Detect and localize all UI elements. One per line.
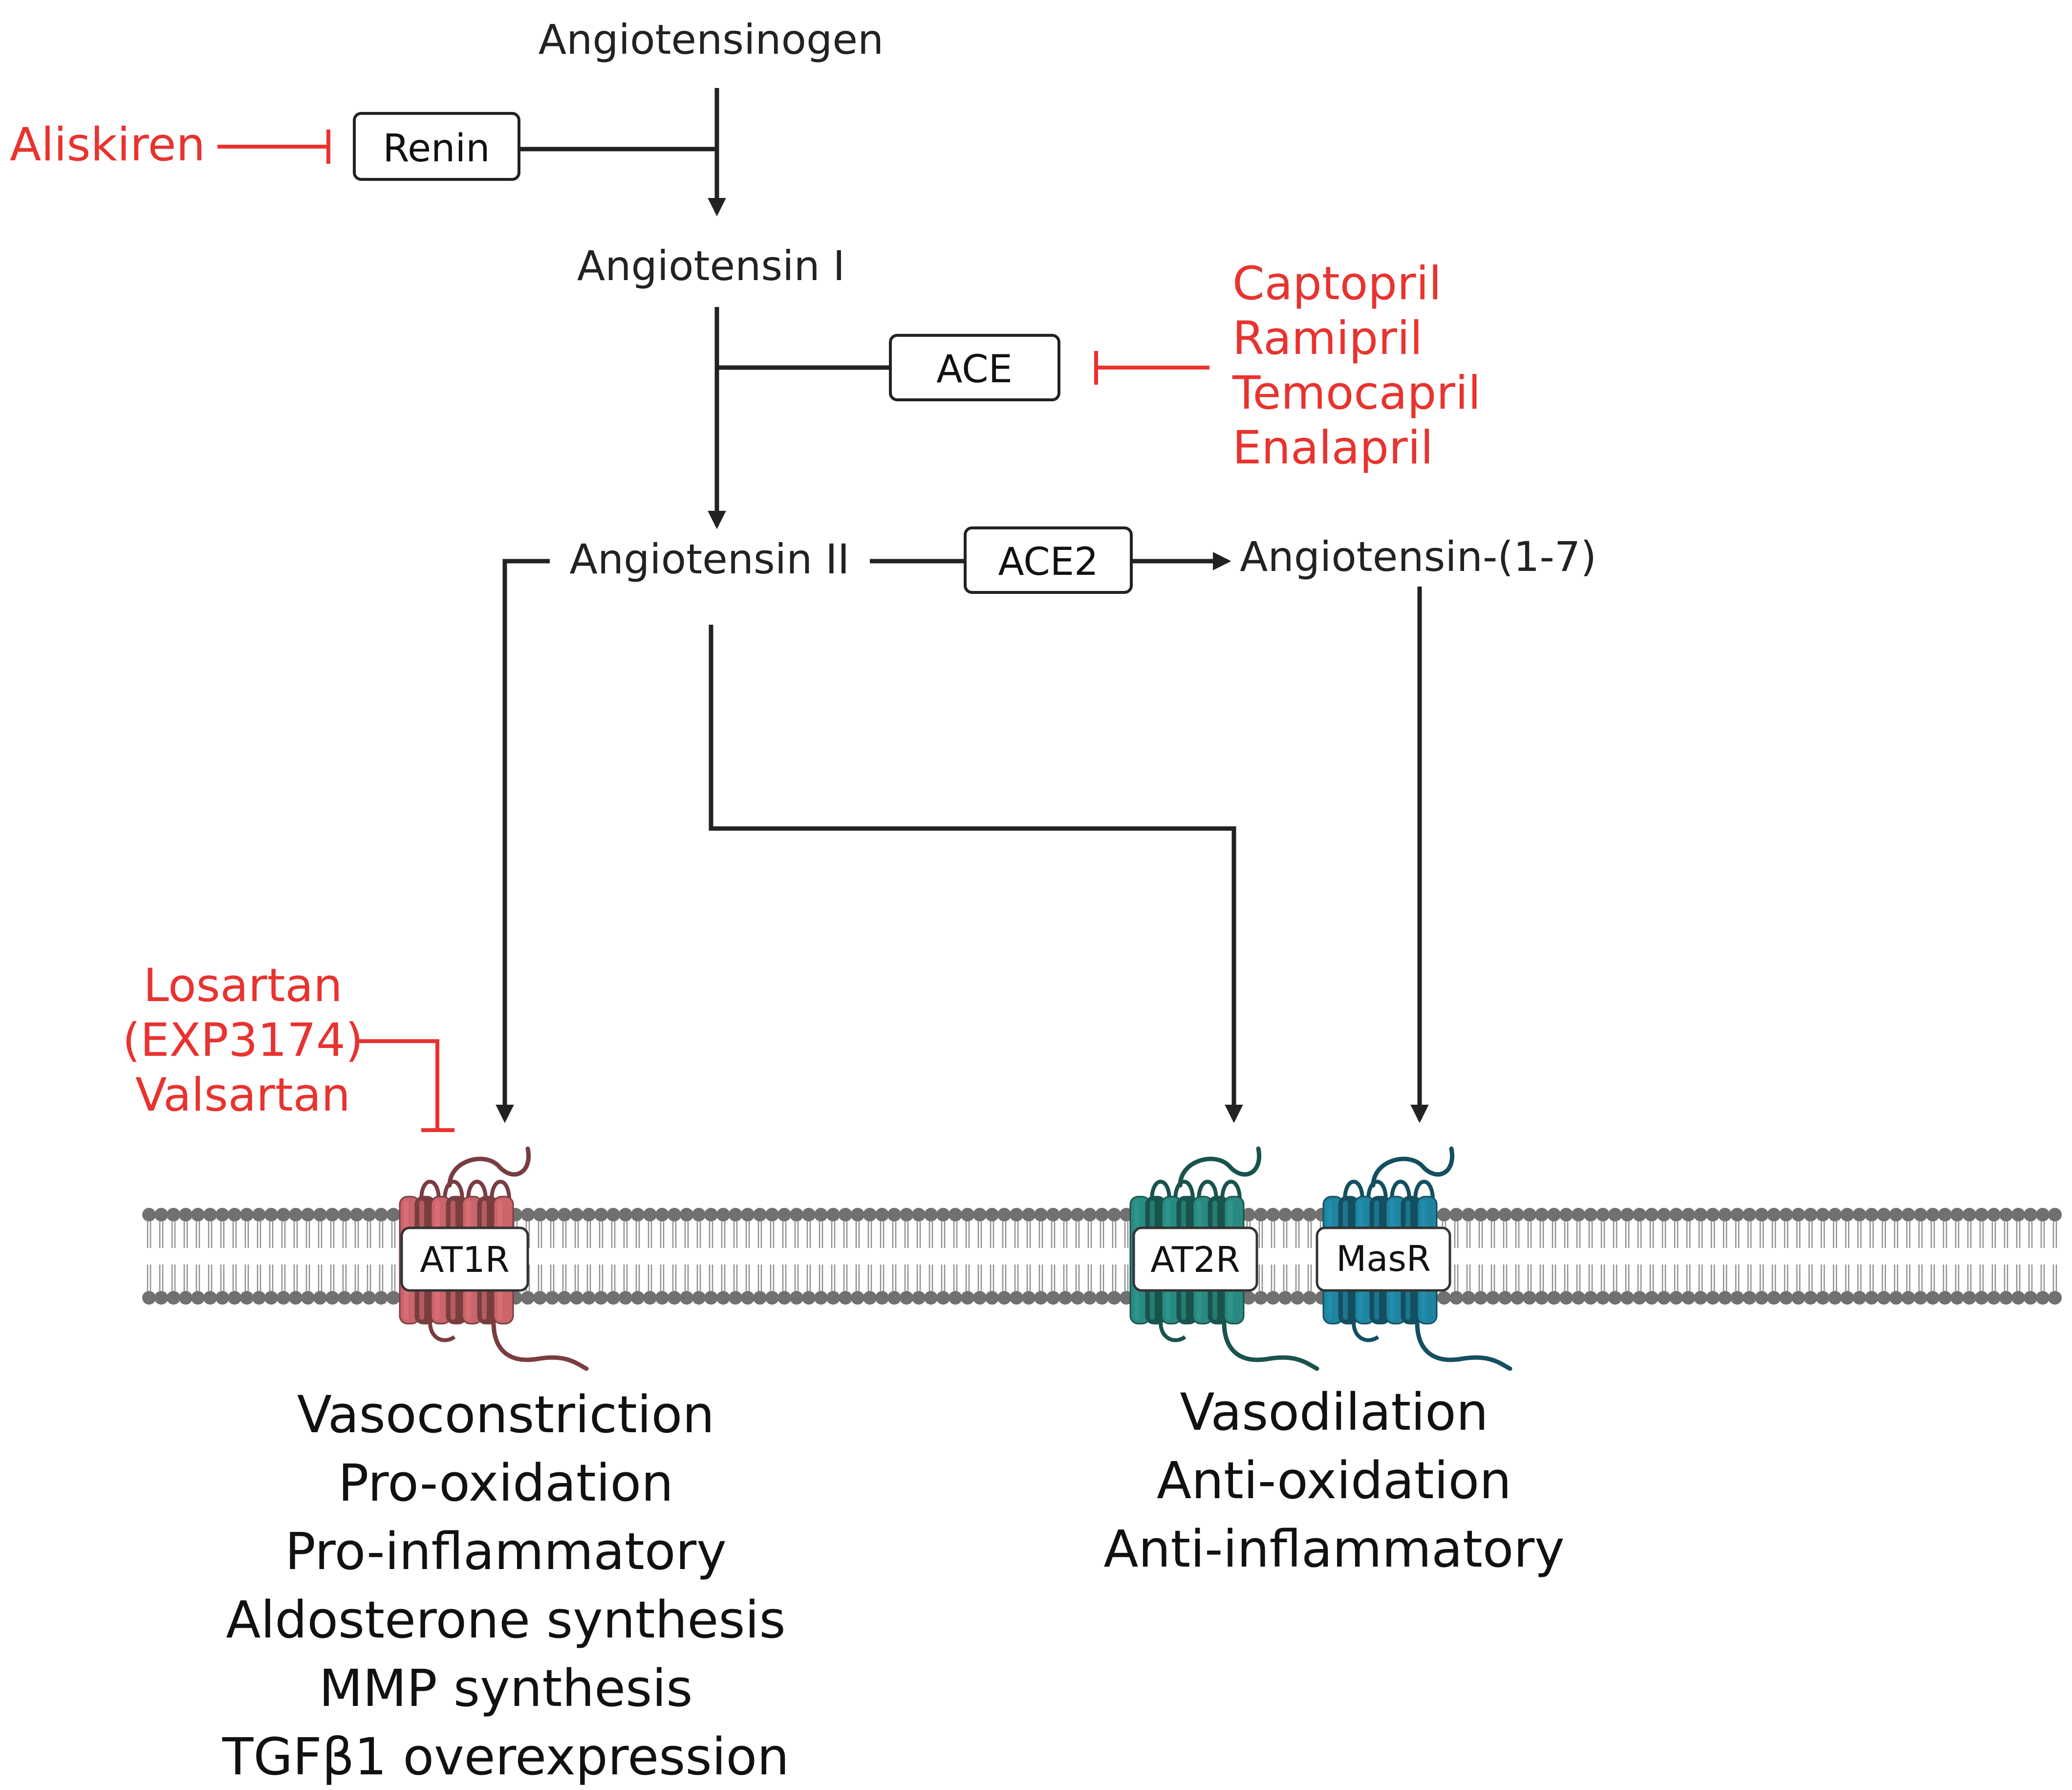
at2r-label: AT2R: [1150, 1239, 1240, 1280]
at1r-label: AT1R: [420, 1239, 509, 1280]
angiotensin-ii-to-at1r-arrow: [496, 559, 550, 1123]
angiotensinogen-label: Angiotensinogen: [539, 16, 884, 64]
angiotensin-i-label: Angiotensin I: [577, 242, 845, 290]
at1r-effect: Aldosterone synthesis: [226, 1590, 785, 1650]
ace-inhibitor-label: Enalapril: [1232, 421, 1433, 475]
aliskiren-label: Aliskiren: [10, 118, 205, 172]
arb-label: (EXP3174): [122, 1014, 363, 1067]
angiotensin-1-7-label: Angiotensin-(1-7): [1240, 533, 1597, 581]
ace-box: [889, 334, 1060, 401]
arb-label: Valsartan: [135, 1069, 350, 1122]
ace-inhibitor-label: Ramipril: [1232, 312, 1423, 365]
protective-effect: Vasodilation: [1180, 1382, 1488, 1442]
ace-label: ACE: [936, 348, 1013, 392]
arb-label: Losartan: [143, 959, 343, 1012]
at1r-effect: Pro-oxidation: [338, 1453, 673, 1513]
at1r-effect: TGFβ1 overexpression: [222, 1727, 789, 1787]
renin-box: [353, 112, 520, 181]
protective-effect: Anti-oxidation: [1157, 1451, 1511, 1510]
ace-inhibitor-label: Captopril: [1232, 257, 1442, 310]
protective-effect: Anti-inflammatory: [1103, 1519, 1564, 1579]
angiotensin-ii-to-at2r-arrow: [709, 625, 1243, 1123]
arb-inhibition-line: [359, 1039, 454, 1132]
at1r-effect: MMP synthesis: [319, 1659, 693, 1718]
ace2-label: ACE2: [998, 540, 1098, 584]
aliskiren-inhibition-line: [217, 130, 330, 164]
masr-label: MasR: [1336, 1238, 1431, 1279]
ace-inhibitor-inhibition-line: [1094, 351, 1209, 385]
at1r-effect: Vasoconstriction: [297, 1385, 714, 1444]
masr-label-box: [1316, 1226, 1451, 1292]
at2r-label-box: [1132, 1226, 1258, 1292]
renin-label: Renin: [383, 127, 490, 171]
ace2-box: [964, 526, 1133, 594]
ace-inhibitor-label: Temocapril: [1232, 367, 1481, 420]
at1r-label-box: [400, 1226, 529, 1292]
at1r-effect: Pro-inflammatory: [285, 1522, 727, 1581]
angiotensin-ii-label: Angiotensin II: [569, 535, 849, 583]
